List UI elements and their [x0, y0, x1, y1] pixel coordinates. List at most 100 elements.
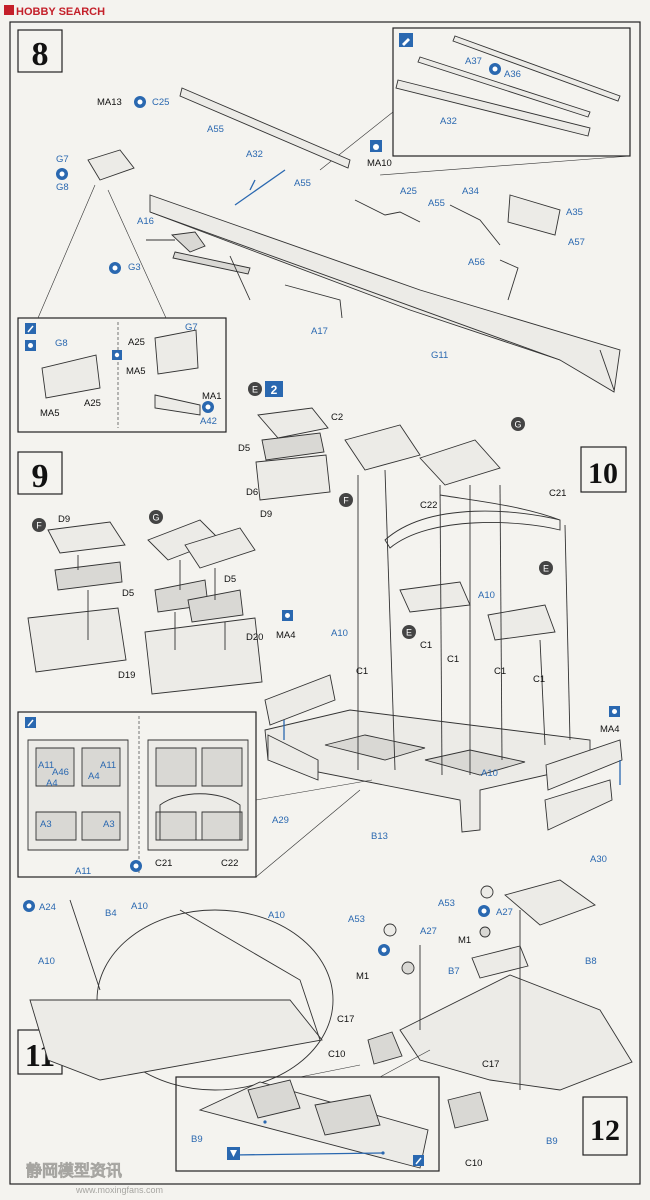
optional-part-icon: [130, 860, 142, 872]
label: A10: [268, 910, 285, 921]
label: D9: [260, 509, 272, 520]
label: A10: [481, 768, 498, 779]
label: A16: [137, 216, 154, 227]
page-frame: [9, 21, 641, 1185]
label: C2: [331, 412, 343, 423]
label: A25: [128, 337, 145, 348]
label: A35: [566, 207, 583, 218]
label: D20: [246, 632, 263, 643]
brush-icon: [25, 323, 36, 334]
label: G11: [431, 350, 448, 361]
label: A10: [331, 628, 348, 639]
optional-part-icon: [478, 905, 490, 917]
svg-text:F: F: [343, 496, 349, 506]
cement-icon: [399, 33, 413, 47]
step-10-box: [580, 446, 627, 493]
brand-text: HOBBY SEARCH: [16, 6, 105, 18]
label: G7: [56, 154, 69, 165]
variant-badge: F: [339, 493, 353, 507]
label: A24: [39, 902, 56, 913]
step-12-inset: [175, 1076, 440, 1172]
label: A53: [348, 914, 365, 925]
optional-part-icon: [378, 944, 390, 956]
label: D9: [58, 514, 70, 525]
rail-top: [395, 35, 621, 137]
brand-logo: HOBBY SEARCH: [4, 5, 105, 18]
svg-text:F: F: [36, 521, 42, 531]
drill-icon: [609, 706, 620, 717]
label: C1: [447, 654, 459, 665]
inset-hatch-panel: [198, 1079, 429, 1169]
step-8-inset-top: [392, 27, 631, 157]
drill-icon: [282, 610, 293, 621]
label: A53: [438, 898, 455, 909]
label: C1: [494, 666, 506, 677]
drill-icon: [112, 350, 122, 360]
label: D6: [246, 487, 258, 498]
label: G8: [56, 182, 69, 193]
label: A10: [131, 901, 148, 912]
label: A46: [52, 767, 69, 778]
label: A3: [40, 819, 52, 830]
step-9-parts: [27, 407, 331, 695]
variant-badge: E: [402, 625, 416, 639]
label: C10: [465, 1158, 482, 1169]
label: A37: [465, 56, 482, 67]
label: A42: [200, 416, 217, 427]
label: MA1: [202, 391, 222, 402]
variant-badge: E: [539, 561, 553, 575]
label: B9: [191, 1134, 203, 1145]
label: C17: [482, 1059, 499, 1070]
label: A29: [272, 815, 289, 826]
inset-hull-right: [147, 739, 249, 851]
label: C1: [356, 666, 368, 677]
label: A55: [428, 198, 445, 209]
label: A10: [478, 590, 495, 601]
variant-badge: F: [32, 518, 46, 532]
brush-icon: [25, 717, 36, 728]
label: C22: [221, 858, 238, 869]
label: A11: [100, 760, 116, 771]
label: A32: [246, 149, 263, 160]
label: B4: [105, 908, 117, 919]
step-8-inset-bottom: [17, 317, 227, 433]
svg-text:E: E: [406, 628, 412, 638]
svg-text:2: 2: [271, 383, 278, 397]
inset-hull-left: [27, 739, 129, 851]
label: C10: [328, 1049, 345, 1060]
step-9-box: [17, 451, 63, 495]
watermark-chinese: 静岡模型资讯: [26, 1161, 122, 1180]
label: B13: [371, 831, 388, 842]
label: C21: [155, 858, 172, 869]
label: C1: [533, 674, 545, 685]
label: D5: [224, 574, 236, 585]
variant-badge: G: [149, 510, 163, 524]
optional-part-icon: [109, 262, 121, 274]
brush-icon: [413, 1155, 424, 1166]
label: A25: [84, 398, 101, 409]
drill-icon: [25, 340, 36, 351]
attach-line: [234, 169, 286, 206]
label: C21: [549, 488, 566, 499]
optional-part-icon: [56, 168, 68, 180]
label: B7: [448, 966, 460, 977]
label: A57: [568, 237, 585, 248]
step-10-inset: [17, 711, 257, 878]
label: MA13: [97, 97, 122, 108]
optional-part-icon: [23, 900, 35, 912]
step-8-number: 8: [32, 36, 49, 73]
label: A56: [468, 257, 485, 268]
multiplier-badge: 2: [265, 381, 283, 397]
svg-text:E: E: [252, 385, 258, 395]
label: M1: [458, 935, 471, 946]
step-11-assembly: [29, 899, 334, 1091]
optional-part-icon: [134, 96, 146, 108]
label: C1: [420, 640, 432, 651]
label: MA5: [126, 366, 146, 377]
label: A11: [75, 866, 91, 877]
label: A36: [504, 69, 521, 80]
label: A27: [420, 926, 437, 937]
label: G7: [185, 322, 198, 333]
label: MA4: [276, 630, 296, 641]
